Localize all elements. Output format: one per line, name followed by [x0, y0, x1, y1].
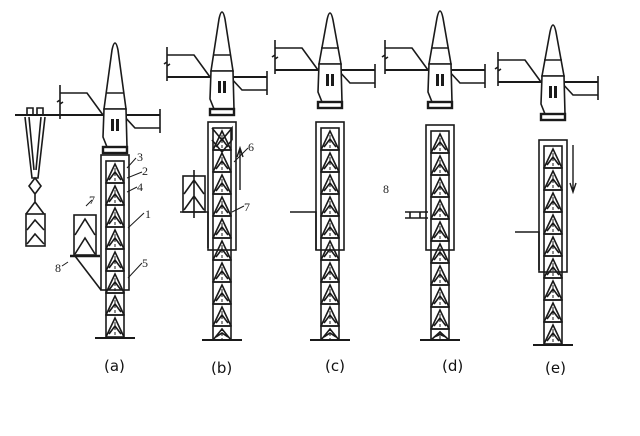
jib-tie — [447, 64, 486, 88]
panel-label-e: (e) — [545, 359, 566, 377]
support-strut — [180, 211, 209, 248]
tower-crane-d — [381, 10, 486, 341]
climbing-frame — [538, 139, 568, 273]
slewing-head — [209, 70, 235, 110]
new-section — [211, 125, 233, 154]
slewing-head — [540, 75, 566, 115]
panel-label-d: (d) — [442, 357, 464, 375]
jib-mast — [318, 12, 342, 65]
turntable — [208, 107, 236, 117]
lifted-mast-section — [25, 213, 46, 247]
jib-tie — [229, 71, 268, 95]
slewing-head — [317, 63, 343, 103]
climbing-frame — [207, 121, 237, 251]
break-mark — [381, 40, 389, 74]
jib-tie — [122, 109, 161, 133]
cab-window-icon — [436, 74, 439, 86]
cab-window-icon — [111, 119, 114, 131]
jib-mast — [541, 24, 565, 77]
climbing-frame — [425, 124, 455, 251]
down-arrow-icon — [569, 145, 577, 195]
callout-b-7: 7 — [244, 200, 250, 214]
callout-a-5: 5 — [142, 256, 148, 270]
counter-jib — [275, 47, 319, 71]
support-strut — [515, 231, 540, 270]
break-mark — [271, 40, 279, 74]
turntable — [426, 100, 454, 110]
trolley — [26, 107, 44, 115]
panel-label-a: (a) — [104, 357, 125, 375]
tower-crane-e — [494, 24, 599, 346]
leader-lines — [231, 147, 249, 213]
callout-a-7: 7 — [89, 193, 95, 207]
jib-tie — [560, 76, 599, 100]
tower-crane-c — [271, 12, 376, 341]
cab-window-icon — [554, 86, 557, 98]
counter-jib — [498, 59, 542, 83]
tower-crane-a — [15, 42, 161, 339]
panel-label-c: (c) — [325, 357, 345, 375]
jib-tie — [337, 64, 376, 88]
turntable — [101, 145, 129, 155]
jib-mast — [103, 42, 127, 110]
callout-b-6: 6 — [248, 140, 254, 154]
counter-jib — [60, 92, 104, 116]
cab-window-icon — [549, 86, 552, 98]
callout-a-1: 1 — [145, 207, 151, 221]
tower-crane-b — [163, 11, 268, 341]
cab-window-icon — [326, 74, 329, 86]
counter-jib — [385, 47, 429, 71]
leader-lines — [61, 157, 145, 279]
cab-window-icon — [218, 81, 221, 93]
callout-d-8: 8 — [383, 182, 389, 196]
support-strut — [290, 211, 317, 250]
section-brace — [26, 218, 45, 245]
support-strut — [74, 255, 102, 291]
section-brace — [183, 170, 205, 218]
cab-window-icon — [441, 74, 444, 86]
callout-a-8: 8 — [55, 261, 61, 275]
turntable — [316, 100, 344, 110]
cab-window-icon — [331, 74, 334, 86]
slewing-head — [427, 63, 453, 103]
turntable — [539, 112, 567, 122]
callout-a-4: 4 — [137, 180, 143, 194]
break-mark — [163, 47, 171, 81]
cab-window-icon — [223, 81, 226, 93]
break-mark — [56, 85, 64, 119]
jib-mast — [428, 10, 452, 65]
cab-window-icon — [116, 119, 119, 131]
trolley — [405, 211, 428, 219]
slewing-head — [102, 108, 128, 148]
panel-label-b: (b) — [211, 359, 233, 377]
hook-icon — [25, 176, 45, 215]
callout-a-3: 3 — [137, 150, 143, 164]
callout-a-2: 2 — [142, 164, 148, 178]
jib-mast — [210, 11, 234, 72]
hoist-rope — [24, 116, 46, 179]
climbing-frame — [100, 154, 130, 291]
section-brace — [74, 217, 96, 255]
break-mark — [494, 52, 502, 86]
climbing-frame — [315, 121, 345, 251]
counter-jib — [167, 54, 211, 78]
